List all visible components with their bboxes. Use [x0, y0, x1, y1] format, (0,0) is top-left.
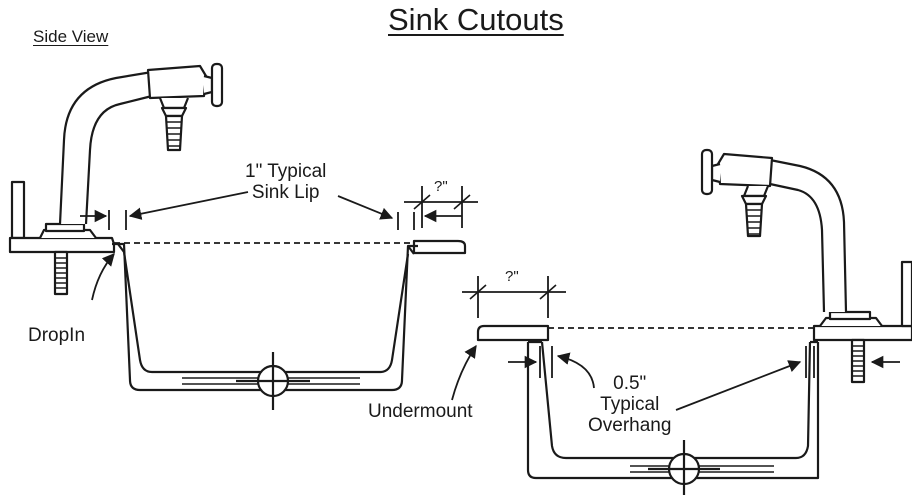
undermount-assembly	[476, 148, 912, 495]
left-countertop-left	[8, 236, 116, 254]
right-faucet-nut	[828, 310, 872, 321]
left-faucet-gooseneck	[58, 70, 154, 225]
sink-lip-line-1: 1" Typical	[245, 161, 327, 182]
left-handle-knob	[210, 62, 224, 108]
overhang-arrow-inner	[556, 352, 595, 389]
lip-arrow-right-long	[128, 191, 249, 220]
overhang-line-3: Overhang	[588, 415, 672, 436]
undermount-annotations	[451, 276, 900, 411]
right-backsplash	[900, 260, 912, 328]
undermount-label: Undermount	[368, 401, 473, 422]
right-hose-nozzle	[740, 194, 768, 206]
sink-lip-line-2: Sink Lip	[251, 182, 320, 203]
right-faucet-gooseneck	[768, 158, 848, 313]
right-countertop-left	[476, 324, 550, 342]
undermount-drain	[630, 465, 774, 473]
overhang-arrow-long	[675, 360, 802, 411]
unknown-dim-right-label: ?"	[505, 268, 519, 285]
side-view-label: Side View	[33, 27, 109, 46]
dropin-sink-bowl-inner	[122, 251, 410, 374]
left-valve-handle	[203, 74, 214, 96]
page-title: Sink Cutouts	[388, 2, 564, 37]
left-countertop-right	[412, 239, 467, 255]
right-handle-knob	[700, 148, 714, 196]
dropin-label: DropIn	[28, 325, 86, 346]
left-valve-body	[146, 64, 208, 100]
left-faucet-nut	[44, 222, 86, 233]
dropin-leader-arrow	[91, 253, 115, 301]
undermount-leader-arrow	[451, 344, 477, 401]
dropin-annotations	[80, 186, 478, 301]
right-countertop-right	[812, 324, 912, 342]
overhang-line-1: 0.5"	[613, 373, 647, 394]
right-valve-handle	[710, 162, 721, 184]
sink-lip-callout: 1" Typical Sink Lip	[245, 161, 326, 203]
right-valve-body	[716, 152, 774, 188]
overhang-callout: 0.5" Typical Overhang	[588, 373, 671, 436]
dropin-assembly	[8, 62, 467, 410]
unknown-dim-left-label: ?"	[434, 178, 448, 195]
undermount-sink-bowl-outer	[526, 342, 820, 480]
left-backsplash	[10, 180, 26, 240]
lip-arrow-right-short	[337, 195, 394, 220]
overhang-line-2: Typical	[600, 394, 660, 415]
undermount-sink-bowl-inner	[540, 341, 812, 460]
left-hose-nozzle	[160, 106, 188, 118]
